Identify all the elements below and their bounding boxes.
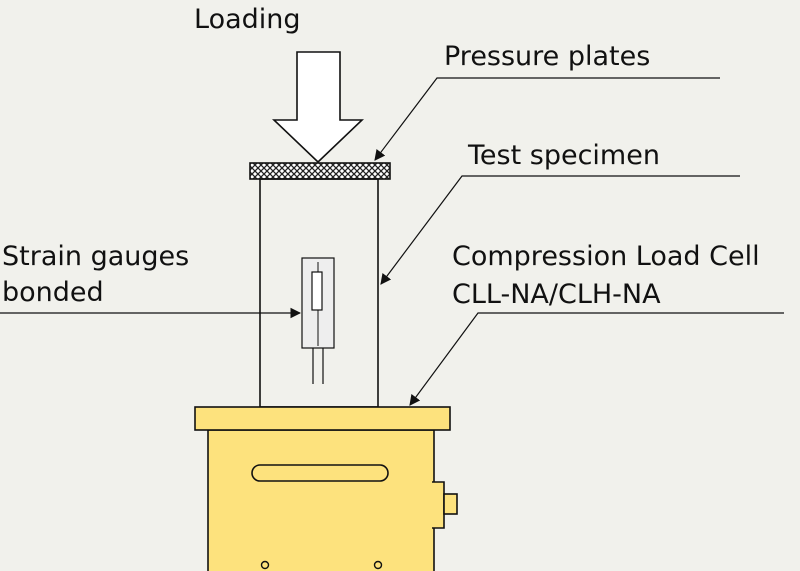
strain-gauges-label-line2: bonded xyxy=(2,277,104,308)
load-cell-leader xyxy=(409,312,784,406)
test-specimen-leader xyxy=(380,175,740,285)
compression-load-cell xyxy=(194,406,458,571)
loading-label: Loading xyxy=(194,4,301,35)
strain-gauges-label-line1: Strain gauges xyxy=(2,241,189,272)
load-cell-label-line1: Compression Load Cell xyxy=(452,241,760,272)
pressure-plates-label: Pressure plates xyxy=(444,41,650,72)
pressure-plate xyxy=(249,162,391,180)
load-cell-label-line2: CLL-NA/CLH-NA xyxy=(452,279,661,310)
test-specimen-label: Test specimen xyxy=(467,140,660,171)
pressure-plates-leader xyxy=(374,77,720,161)
strain-gauge xyxy=(301,257,335,384)
loading-arrow-icon xyxy=(272,51,364,164)
